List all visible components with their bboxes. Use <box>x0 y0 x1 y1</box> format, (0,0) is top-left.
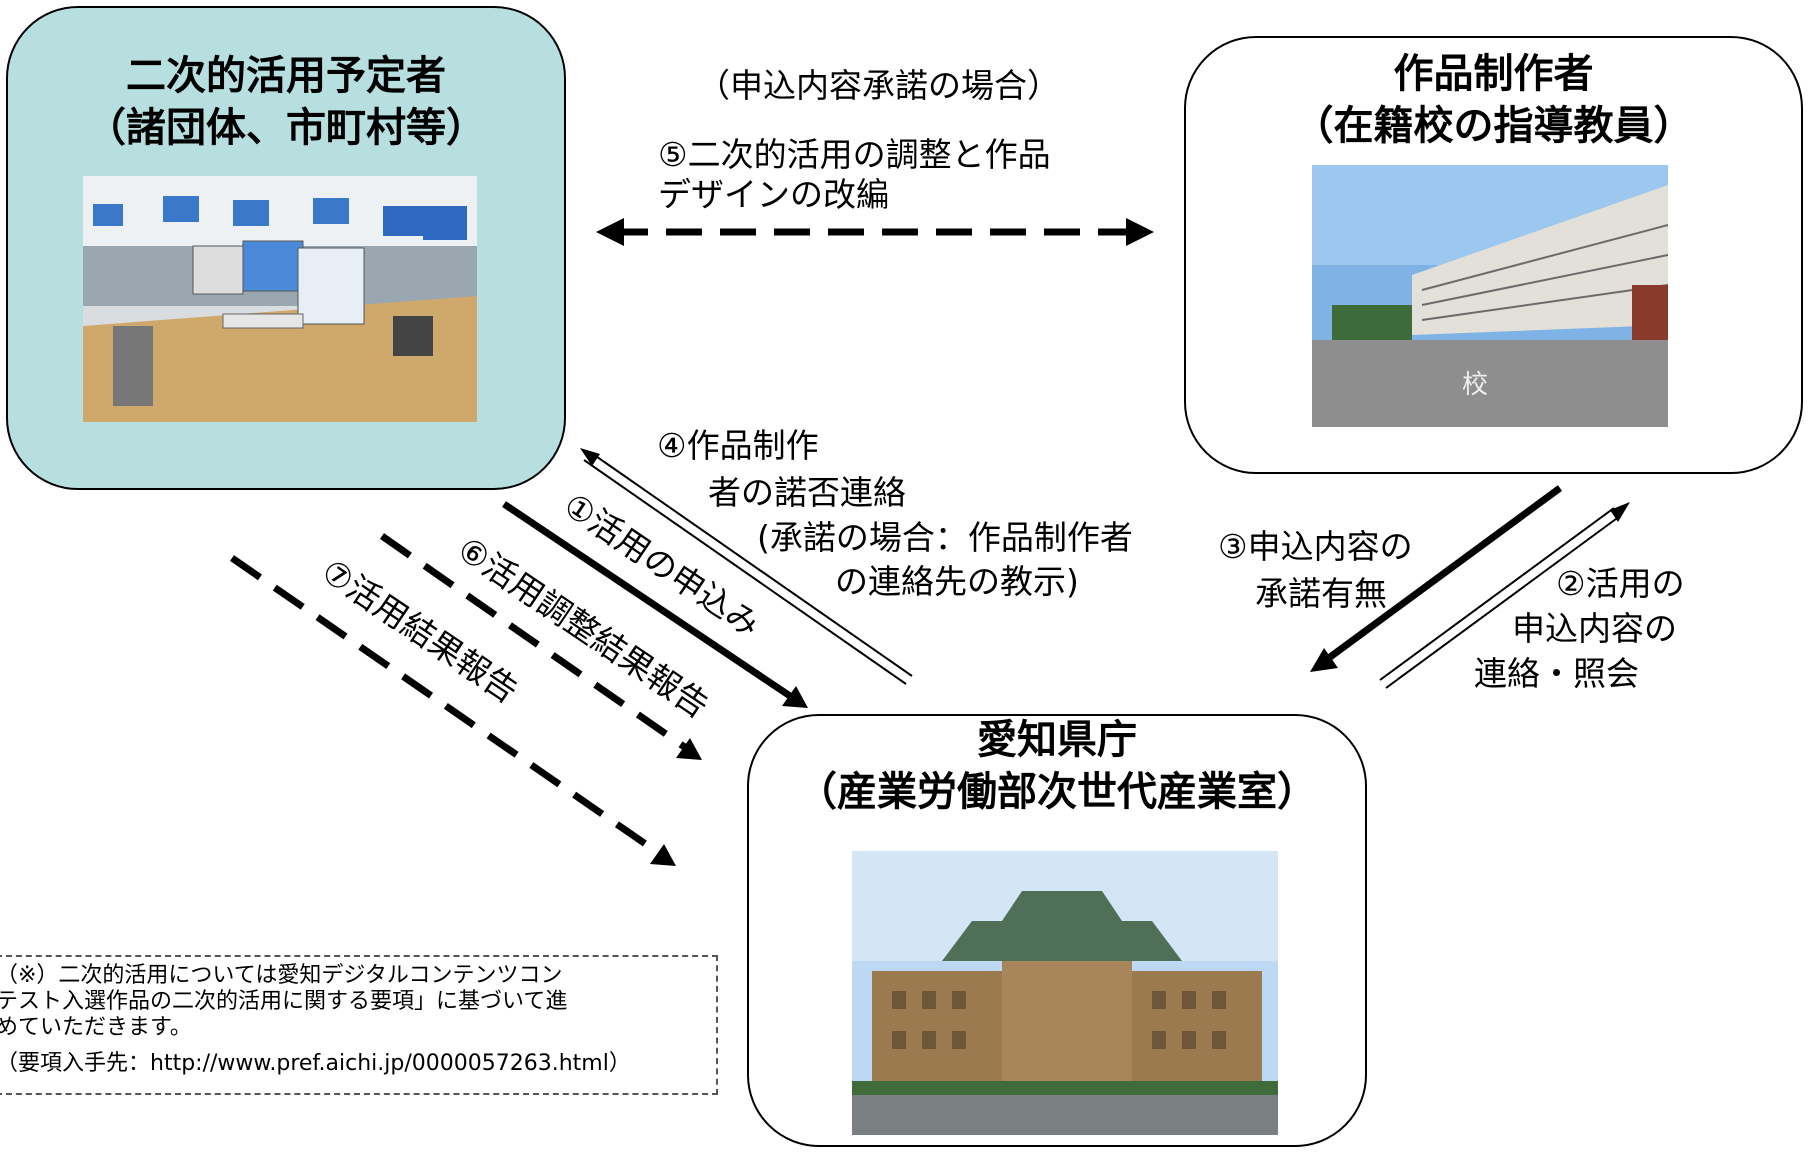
step4-label-line1: ④作品制作 <box>657 426 819 465</box>
prefecture-box: 愛知県庁 （産業労働部次世代産業室） <box>747 714 1367 1147</box>
step5-arrowhead-right <box>1126 218 1154 246</box>
office-computers-photo <box>83 176 477 422</box>
step3-arrowhead <box>1310 648 1338 672</box>
step1-arrowhead <box>782 686 808 708</box>
step3-arrow <box>1323 485 1563 663</box>
step2-arrow-line-a <box>1379 507 1615 681</box>
step6-arrowhead <box>676 738 702 760</box>
step4-arrowhead <box>580 448 600 466</box>
note-line4: （要項入手先：http://www.pref.aichi.jp/00000572… <box>0 1051 631 1076</box>
step3-label-line2: 承諾有無 <box>1255 574 1387 613</box>
prefecture-title-line2: （産業労働部次世代産業室） <box>797 769 1317 815</box>
step2-arrowhead <box>1610 502 1630 522</box>
step5-label-line1: ⑤二次的活用の調整と作品 <box>658 135 1051 174</box>
step7-arrow <box>230 555 662 857</box>
step4-label-line3: (承諾の場合：作品制作者 <box>757 518 1133 557</box>
creator-box: 作品制作者 （在籍校の指導教員） 校 <box>1184 36 1803 474</box>
step2-arrow-line-b <box>1385 515 1621 689</box>
step4-arrow-line-b <box>583 459 907 685</box>
creator-title-line2: （在籍校の指導教員） <box>1293 103 1694 149</box>
step5-condition-label: （申込内容承諾の場合） <box>697 66 1060 105</box>
step1-arrow <box>502 501 798 703</box>
step5-arrowhead-left <box>596 218 624 246</box>
school-building-photo: 校 <box>1312 165 1668 427</box>
step2-label-line2: 申込内容の <box>1512 609 1677 648</box>
note-line2: テスト入選作品の二次的活用に関する要項」に基づいて進 <box>0 989 568 1014</box>
step7-arrowhead <box>650 844 676 866</box>
note-line1: （※）二次的活用については愛知デジタルコンテンツコン <box>0 963 563 988</box>
step6-arrow <box>379 533 689 751</box>
planner-title-line2: （諸団体、市町村等） <box>86 105 486 151</box>
prefectural-office-photo <box>852 851 1278 1135</box>
step2-label-line3: 連絡・照会 <box>1474 654 1639 693</box>
planner-box: 二次的活用予定者 （諸団体、市町村等） <box>6 6 566 490</box>
step3-label-line1: ③申込内容の <box>1218 527 1413 566</box>
note-line3: めていただきます。 <box>0 1015 192 1040</box>
svg-text:校: 校 <box>1462 370 1488 400</box>
step4-arrow-line-a <box>589 451 913 677</box>
step4-label-line4: の連絡先の教示) <box>835 562 1079 601</box>
prefecture-title-line1: 愛知県庁 <box>977 717 1137 763</box>
step5-label-line2: デザインの改編 <box>658 175 889 214</box>
creator-title-line1: 作品制作者 <box>1393 51 1594 97</box>
usage-note-box: （※）二次的活用については愛知デジタルコンテンツコン テスト入選作品の二次的活用… <box>0 955 718 1095</box>
step4-label-line2: 者の諾否連絡 <box>708 473 906 512</box>
planner-title-line1: 二次的活用予定者 <box>126 53 446 99</box>
step2-label-line1: ②活用の <box>1556 564 1685 603</box>
